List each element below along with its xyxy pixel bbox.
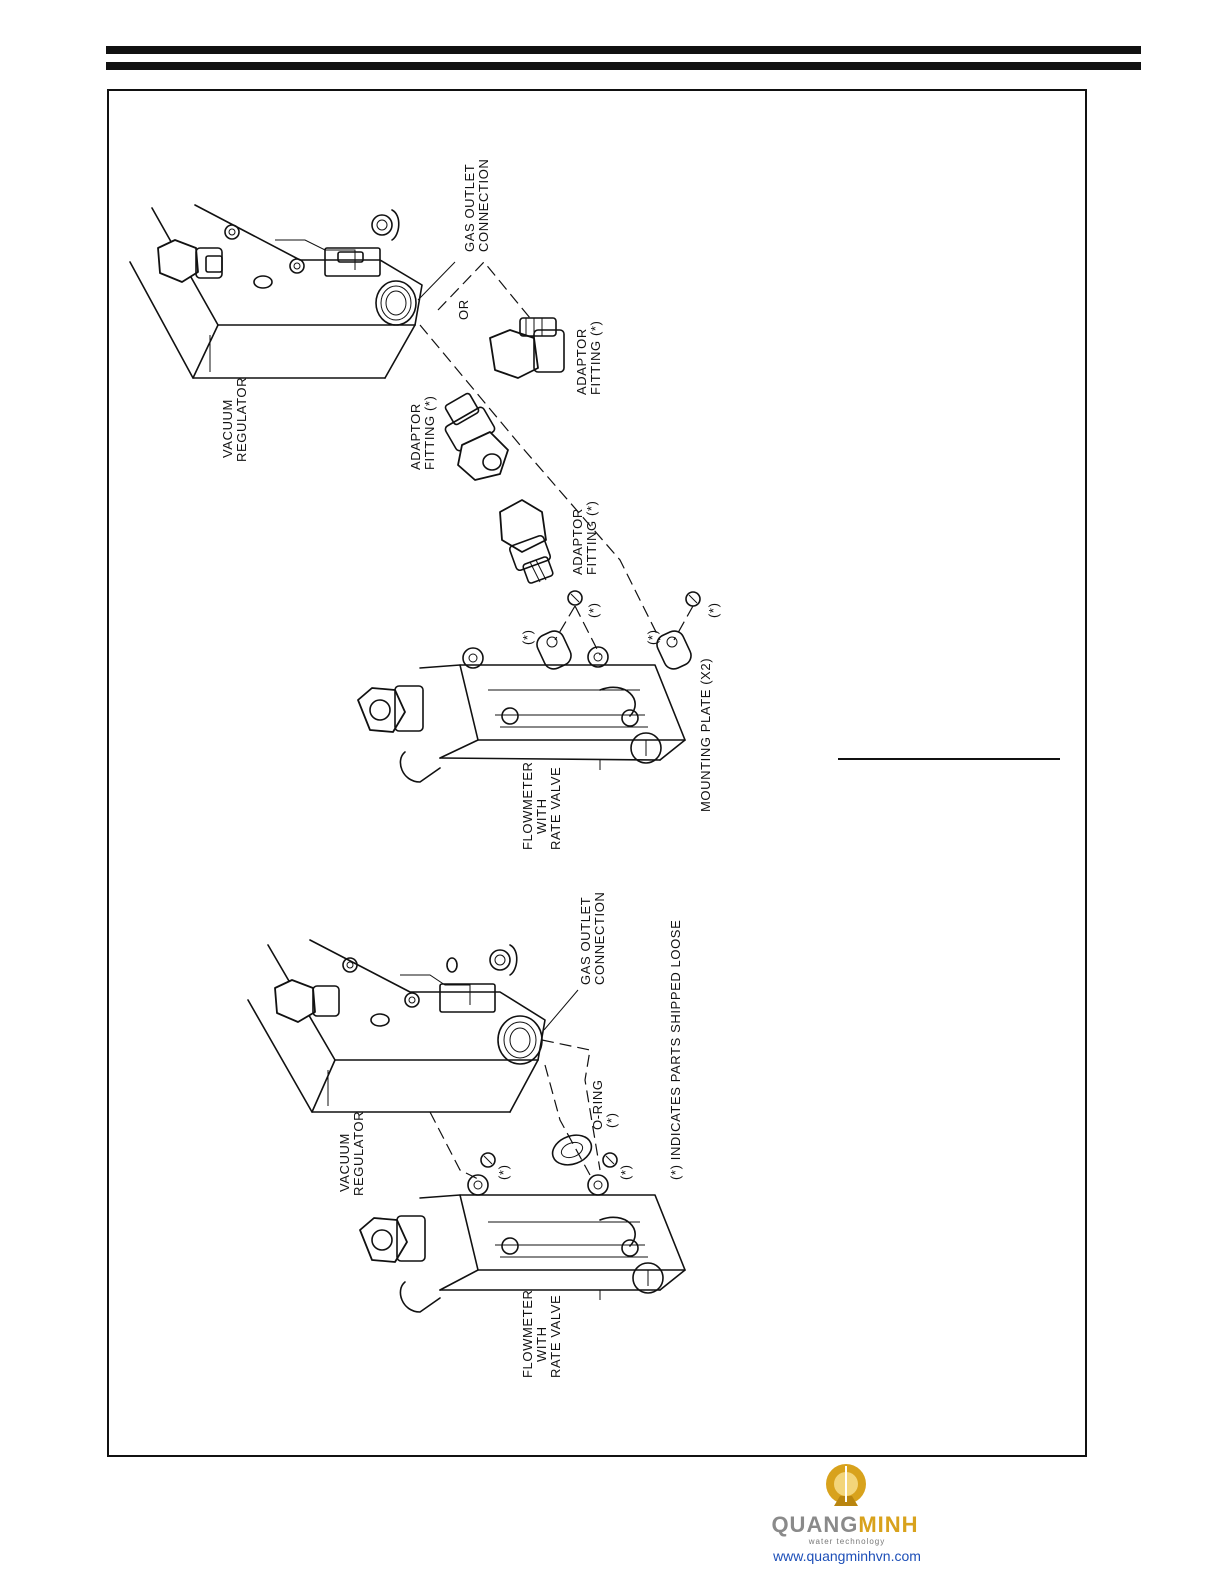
adaptor-fitting-label-upper: ADAPTORFITTING (*) xyxy=(574,321,603,395)
flowmeter-a xyxy=(357,646,686,783)
asterisk-label-b1: (*) xyxy=(496,1164,511,1180)
logo-wordmark: QUANGMINH xyxy=(760,1512,930,1538)
adaptor-fitting-label-lower: ADAPTORFITTING (*) xyxy=(570,501,599,575)
header-rule-bottom xyxy=(106,62,1141,70)
asterisk-label-a4: (*) xyxy=(706,602,721,618)
logo-emblem xyxy=(826,1464,866,1506)
vacuum-regulator-a xyxy=(129,204,423,379)
gas-outlet-label-a: GAS OUTLETCONNECTION xyxy=(462,159,491,252)
figure-frame xyxy=(107,89,1087,1457)
o-ring-label: O-RING(*) xyxy=(590,1079,619,1130)
o-ring xyxy=(551,1134,593,1166)
mounting-plate-label: MOUNTING PLATE (X2) xyxy=(698,658,713,812)
or-label: OR xyxy=(456,299,471,320)
vacuum-regulator-b xyxy=(247,939,546,1113)
gas-outlet-connection-a xyxy=(375,261,456,326)
logo-word-quang: QUANG xyxy=(771,1512,859,1537)
asterisk-label-a2: (*) xyxy=(520,629,535,645)
logo-tagline: water technology xyxy=(808,1537,886,1546)
asterisk-label-a3: (*) xyxy=(645,629,660,645)
diagram-b: VACUUMREGULATOR GAS OUTLETCONNECTION O-R… xyxy=(247,892,686,1378)
company-logo: QUANGMINH water technology www.quangminh… xyxy=(752,1460,942,1570)
vacuum-regulator-label-b: VACUUMREGULATOR xyxy=(337,1111,366,1196)
gas-outlet-label-b: GAS OUTLETCONNECTION xyxy=(578,892,607,985)
flowmeter-label-a: FLOWMETERWITHRATE VALVE xyxy=(520,762,563,850)
shipped-loose-note: (*) INDICATES PARTS SHIPPED LOOSE xyxy=(668,920,683,1180)
adaptor-fitting-label-middle: ADAPTORFITTING (*) xyxy=(408,396,437,470)
adaptor-fitting-elbow xyxy=(489,317,565,379)
adaptor-fitting-middle xyxy=(444,392,509,481)
diagram-a: VACUUMREGULATOR GAS OUTLETCONNECTION OR … xyxy=(129,159,721,850)
logo-url[interactable]: www.quangminhvn.com xyxy=(773,1548,921,1564)
adaptor-fitting-lower xyxy=(499,499,554,584)
vacuum-regulator-label-a: VACUUMREGULATOR xyxy=(220,377,249,462)
gas-outlet-connection-b xyxy=(497,989,579,1065)
flowmeter-b xyxy=(359,1174,686,1313)
header-rule-top xyxy=(106,46,1141,54)
mounting-screws-b xyxy=(480,1152,618,1168)
flowmeter-label-b: FLOWMETERWITHRATE VALVE xyxy=(520,1290,563,1378)
asterisk-label-b2: (*) xyxy=(618,1164,633,1180)
logo-word-minh: MINH xyxy=(858,1512,919,1537)
asterisk-label-a1: (*) xyxy=(586,602,601,618)
mounting-hardware-a xyxy=(536,590,701,670)
